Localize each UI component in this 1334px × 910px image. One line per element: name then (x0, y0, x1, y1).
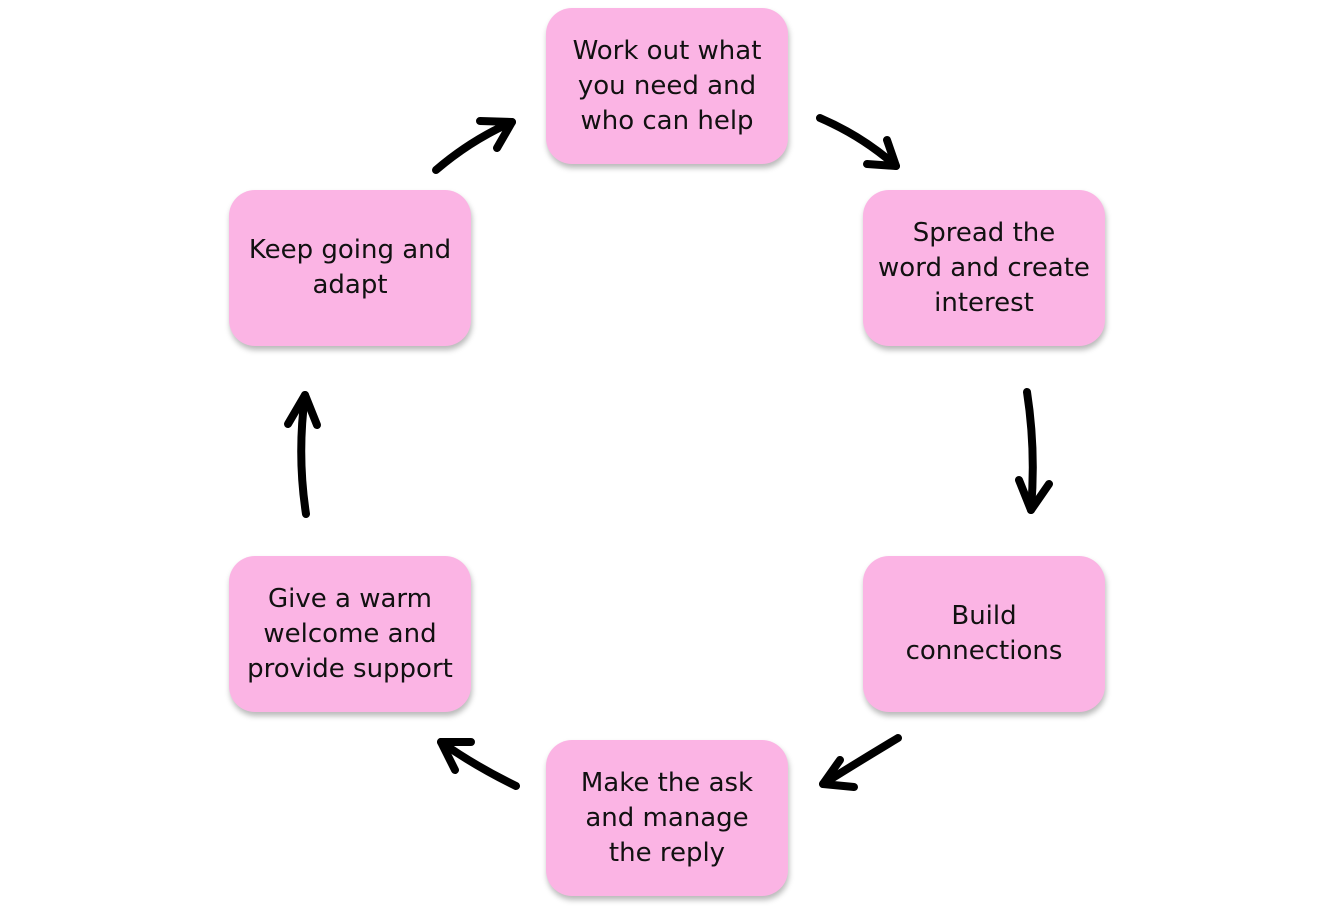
step-label: Build connections (905, 601, 1063, 666)
step-keep-going: Keep going and adapt (229, 190, 471, 346)
arrow-keep-to-work (432, 117, 516, 174)
step-label: Give a warm welcome and provide support (247, 583, 453, 684)
arrow-work-to-spread (816, 114, 900, 170)
arrow-ask-to-welcome (437, 738, 520, 790)
arrow-spread-to-build (1015, 388, 1053, 514)
step-work-out-needs: Work out what you need and who can help (546, 8, 788, 164)
arrow-welcome-to-keep (284, 391, 321, 518)
step-label: Keep going and adapt (248, 235, 452, 300)
step-label: Make the ask and manage the reply (580, 767, 754, 868)
step-label: Work out what you need and who can help (572, 35, 762, 136)
step-make-the-ask: Make the ask and manage the reply (546, 740, 788, 896)
step-label: Spread the word and create interest (878, 217, 1090, 318)
step-spread-the-word: Spread the word and create interest (863, 190, 1105, 346)
step-warm-welcome: Give a warm welcome and provide support (229, 556, 471, 712)
step-build-connections: Build connections (863, 556, 1105, 712)
arrow-build-to-ask (819, 734, 902, 791)
